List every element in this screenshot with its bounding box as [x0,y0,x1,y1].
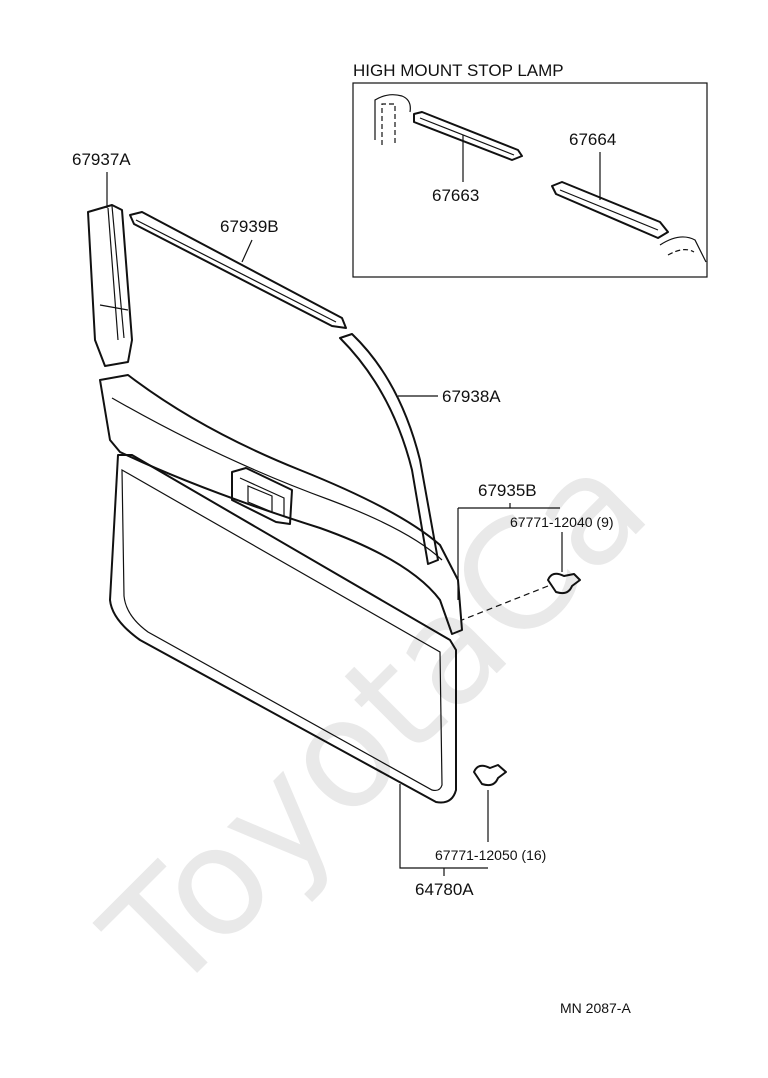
label-67938a: 67938A [442,387,501,406]
part-67937a: 67937A [72,150,133,367]
trim-board-top-edge [118,454,451,641]
clip-67771-12050-icon [473,764,507,787]
inset-roof-outline [659,236,707,263]
part-67937a-detail [99,205,129,341]
part-67771-12040: 67771-12040 (9) [461,514,614,621]
clip-67771-12040-icon [547,572,581,595]
part-67664-shape [551,181,669,239]
inset-high-mount-stop-lamp: HIGH MOUNT STOP LAMP 67663 67664 [352,61,708,278]
handle-recess [231,467,293,525]
part-67935b: 67935B [99,374,560,635]
label-67663: 67663 [432,186,479,205]
inset-title: HIGH MOUNT STOP LAMP [353,61,564,80]
trim-board-inner [121,468,443,792]
trim-board-outline [109,454,457,804]
bracket-64780a [399,784,488,869]
inset-pillar-hidden [381,103,396,145]
label-67771-12040: 67771-12040 (9) [510,514,614,530]
label-64780a: 64780A [415,880,474,899]
label-67935b: 67935B [478,481,537,500]
part-67939b-edge [135,219,337,323]
part-67938a: 67938A [339,333,501,565]
inset-frame [352,82,708,278]
label-67939b: 67939B [220,217,279,236]
part-67663-edge [419,117,515,156]
inset-pillar-outline [374,94,411,140]
clip-12040-dashed-leader [461,585,549,621]
part-67663-shape [413,111,523,161]
diagram-code: MN 2087-A [560,1000,631,1016]
bracket-67935b [457,507,560,600]
part-67937a-shape [87,204,133,367]
watermark-text: ToyotaCa [72,417,681,1026]
part-67935b-shape [99,374,463,635]
label-67771-12050: 67771-12050 (16) [435,847,546,863]
handle-recess-detail [239,477,285,516]
part-67938a-shape [339,333,439,565]
part-67664-edge [559,189,659,231]
part-67939b: 67939B [129,211,347,329]
inset-roof-hidden [667,249,695,256]
part-67939b-shape [129,211,347,329]
leader-67939b [241,239,253,263]
part-64780a: 67771-12050 (16) 64780A [109,454,546,899]
part-67935b-edge [111,397,443,561]
label-67937a: 67937A [72,150,131,169]
label-67664: 67664 [569,130,616,149]
